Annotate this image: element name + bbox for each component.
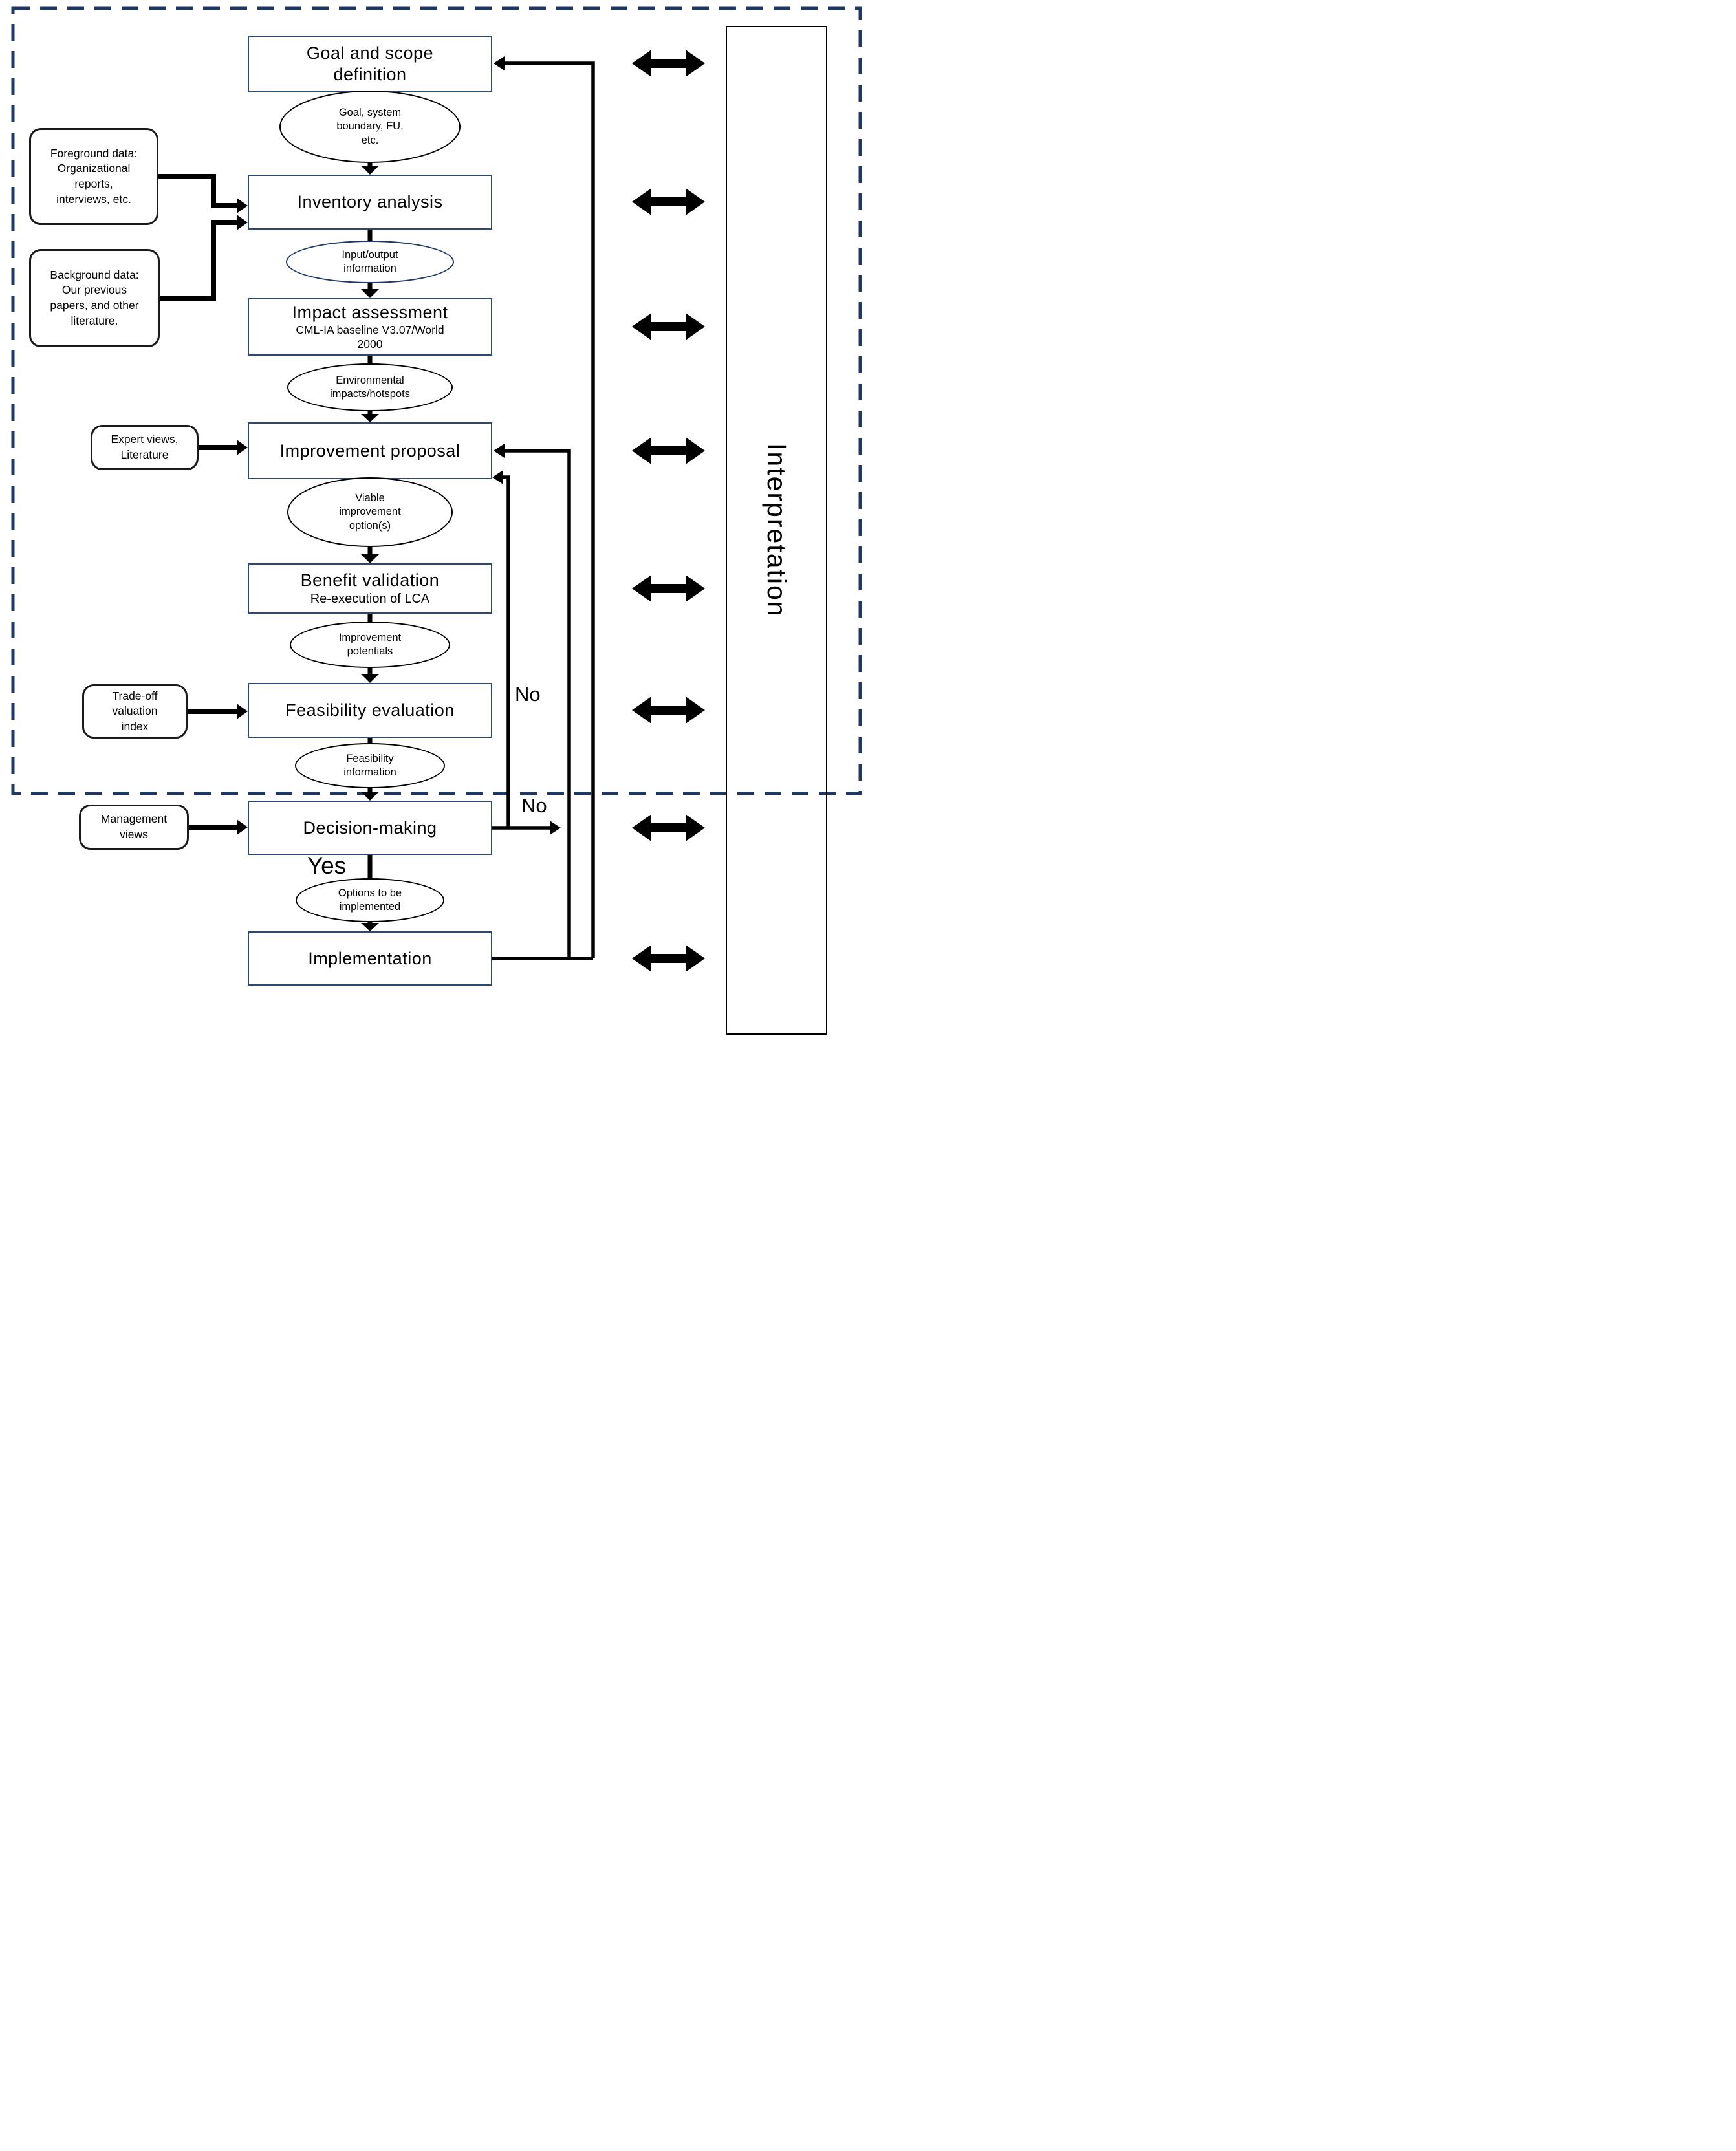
input-expert-views: Expert views, Literature <box>91 425 199 470</box>
arrow-to-implementation <box>361 923 379 931</box>
flow-ellipse-environmental-impacts: Environmental impacts/hotspots <box>287 363 453 411</box>
stage-feasibility-evaluation: Feasibility evaluation <box>248 683 492 738</box>
stage-goal-title: Goal and scope definition <box>306 43 434 84</box>
arrow-into-improvement-bottom <box>492 470 503 484</box>
arrow-expert-to-improvement <box>237 440 248 455</box>
flow-ellipse-io-information: Input/output information <box>286 241 454 283</box>
input-tradeoff-valuation-index: Trade-off valuation index <box>82 684 188 739</box>
interpretation-label: Interpretation <box>762 443 792 618</box>
stage-benefit-title: Benefit validation <box>300 570 440 590</box>
label-no-decision-branch: No <box>521 794 547 817</box>
lca-flowchart: Goal and scope definition Inventory anal… <box>0 0 868 1076</box>
arrow-to-benefit <box>361 554 379 563</box>
double-arrow-decision <box>632 814 705 841</box>
stage-benefit-validation: Benefit validation Re-execution of LCA <box>248 563 492 614</box>
stage-feasibility-title: Feasibility evaluation <box>285 700 455 720</box>
double-arrow-impact <box>632 313 705 340</box>
input-foreground-data: Foreground data: Organizational reports,… <box>29 128 158 225</box>
arrow-foreground-to-inventory <box>237 198 248 213</box>
flow-ellipse-options-to-implement: Options to be implemented <box>296 878 444 922</box>
arrow-to-inventory <box>361 166 379 175</box>
input-connector-lines <box>158 174 238 830</box>
input-management-views: Management views <box>79 805 189 850</box>
arrow-to-decision <box>361 792 379 801</box>
stage-implementation-title: Implementation <box>308 948 432 968</box>
interpretation-double-arrows <box>632 50 705 972</box>
flow-ellipse-improvement-potentials: Improvement potentials <box>290 622 450 668</box>
arrow-to-feasibility <box>361 674 379 683</box>
double-arrow-goal <box>632 50 705 77</box>
arrow-background-to-inventory <box>237 215 248 230</box>
arrow-to-improvement <box>361 414 379 422</box>
input-connector-arrowheads <box>237 198 248 835</box>
stage-impact-assessment: Impact assessment CML-IA baseline V3.07/… <box>248 298 492 356</box>
stage-inventory-title: Inventory analysis <box>297 192 443 212</box>
double-arrow-benefit <box>632 575 705 602</box>
feedback-arrowheads <box>492 56 561 835</box>
stage-benefit-subtitle: Re-execution of LCA <box>310 591 430 606</box>
feedback-lines <box>492 61 595 960</box>
loop-implementation-to-goal <box>505 61 595 958</box>
label-yes: Yes <box>307 852 347 879</box>
loop-decision-no-to-improvement <box>503 475 510 828</box>
arrow-into-goal-right <box>494 56 505 70</box>
label-no-vertical-branch: No <box>515 683 541 706</box>
arrow-decision-no-right <box>550 821 561 835</box>
stage-improvement-title: Improvement proposal <box>279 440 461 460</box>
arrow-tradeoff-to-feasibility <box>237 704 248 719</box>
double-arrow-implementation <box>632 945 705 972</box>
stage-impact-title: Impact assessment <box>292 303 448 323</box>
flow-ellipse-feasibility-information: Feasibility information <box>295 743 445 788</box>
stage-inventory-analysis: Inventory analysis <box>248 175 492 230</box>
stage-decision-making: Decision-making <box>248 801 492 855</box>
double-arrow-inventory <box>632 188 705 215</box>
flow-ellipse-goal-outputs: Goal, system boundary, FU, etc. <box>279 91 461 163</box>
loop-implementation-to-improvement <box>505 449 571 958</box>
flow-ellipse-viable-options: Viable improvement option(s) <box>287 477 453 547</box>
arrow-management-to-decision <box>237 819 248 835</box>
connector-layer <box>11 6 862 972</box>
stage-impact-subtitle: CML-IA baseline V3.07/World 2000 <box>296 323 444 351</box>
stage-decision-title: Decision-making <box>303 817 437 838</box>
double-arrow-improvement <box>632 437 705 464</box>
interpretation-box: Interpretation <box>726 26 827 1035</box>
stage-implementation: Implementation <box>248 931 492 986</box>
input-background-data: Background data: Our previous papers, an… <box>29 249 160 347</box>
arrow-into-improvement-mid <box>494 444 505 458</box>
main-flow-arrowheads <box>361 166 379 931</box>
arrow-to-impact <box>361 289 379 298</box>
double-arrow-feasibility <box>632 697 705 724</box>
system-boundary-dashed-border <box>11 6 862 795</box>
stage-improvement-proposal: Improvement proposal <box>248 422 492 479</box>
stage-goal-and-scope: Goal and scope definition <box>248 36 492 92</box>
